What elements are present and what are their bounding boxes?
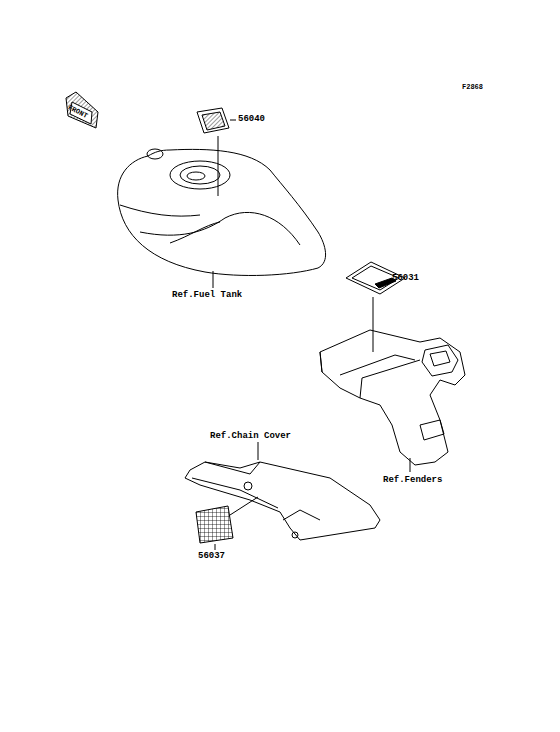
label-decal [196, 497, 258, 550]
reference-label: Ref.Fuel Tank [172, 291, 242, 300]
front-arrow-icon [66, 92, 98, 128]
fuel-tank [118, 149, 326, 288]
callout-number: 56040 [238, 115, 265, 124]
rear-fender [320, 330, 465, 472]
callout-number: 56037 [198, 552, 225, 561]
callout-number: 56031 [392, 274, 419, 283]
reference-label: Ref.Fenders [383, 476, 442, 485]
figure-code: F2868 [462, 84, 483, 91]
reference-label: Ref.Chain Cover [210, 432, 291, 441]
